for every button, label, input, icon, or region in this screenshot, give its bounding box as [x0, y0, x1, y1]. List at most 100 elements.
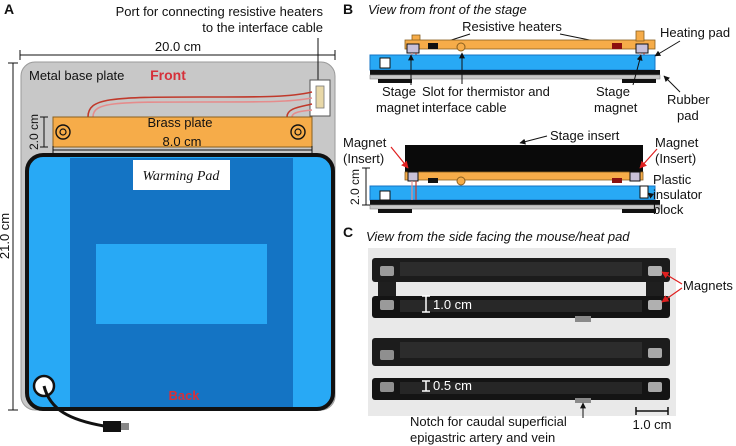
- heating-pad-front: [369, 54, 656, 71]
- thermistor-slot: [456, 42, 466, 52]
- panel-b: B View from front of the stage Resistive…: [343, 1, 730, 217]
- wire-red-4: [291, 109, 313, 118]
- plastic-label-line3: block: [653, 202, 684, 217]
- magnet-insert-left-line1: Magnet: [343, 135, 387, 150]
- foot-insert-right: [622, 209, 656, 213]
- insert-height-label: 2.0 cm: [348, 169, 362, 205]
- magnets-arrow-upper: [661, 271, 683, 285]
- upper-magnet-bl: [380, 300, 394, 310]
- stage-insert: [405, 145, 643, 172]
- brass-plate-front: [404, 39, 656, 50]
- stage-magnet-right-line1: Stage: [596, 84, 630, 99]
- scale-bar-label: 1.0 cm: [632, 417, 671, 432]
- panel-a: A Port for connecting resistive heaters …: [0, 1, 336, 432]
- warming-pad-label: Warming Pad: [143, 169, 221, 184]
- upper-magnet-br: [648, 300, 662, 310]
- magnet-insert-right-line2: (Insert): [655, 151, 696, 166]
- cable: [42, 385, 105, 428]
- foot-insert-left: [378, 209, 412, 213]
- lower-magnet-tl: [380, 350, 394, 360]
- lower-magnet-br: [648, 382, 662, 392]
- slot-label-line1: Slot for thermistor and: [422, 84, 550, 99]
- warming-pad-label-box: [133, 160, 230, 190]
- brass-width-label: 8.0 cm: [162, 134, 201, 149]
- upper-end-right: [646, 282, 664, 296]
- upper-rail-back-inner: [400, 262, 642, 276]
- stage-magnet-right: [635, 43, 649, 54]
- stage-magnet-left-line2: magnet: [376, 100, 420, 115]
- rubber-pad-label-line2: pad: [677, 108, 699, 123]
- panel-a-letter: A: [4, 1, 14, 17]
- magnet-insert-left-arrow: [390, 146, 409, 169]
- dim-lower-label: 0.5 cm: [433, 378, 472, 393]
- screw-right-inner: [294, 128, 302, 136]
- rubber-pad-front: [370, 70, 660, 75]
- lower-magnet-bl: [380, 382, 394, 392]
- upper-notch: [575, 316, 591, 322]
- bracket-top-right: [635, 30, 645, 42]
- lower-magnet-tr: [648, 348, 662, 358]
- panel-b-letter: B: [343, 1, 353, 17]
- stage-magnet-right-line2: magnet: [594, 100, 638, 115]
- photo-insert-lower: [372, 338, 670, 403]
- wire-red-3: [286, 103, 313, 118]
- magnets-label: Magnets: [683, 278, 733, 293]
- wire-red-2: [92, 97, 313, 118]
- magnets-arrow-lower: [661, 287, 683, 303]
- dim-upper-label: 1.0 cm: [433, 297, 472, 312]
- screw-left-outer: [55, 124, 71, 140]
- foot-left: [378, 79, 412, 83]
- magnet-insert-right-arrow: [639, 148, 658, 169]
- heater-insert-right: [612, 178, 622, 183]
- stage-magnet-left-line1: Stage: [382, 84, 416, 99]
- upper-rail-front-inner: [400, 300, 642, 312]
- magnet-insert-left-line2: (Insert): [343, 151, 384, 166]
- pad-stripe-left: [70, 158, 96, 407]
- cable-plug: [103, 421, 121, 432]
- pad-stripe-right: [267, 158, 293, 407]
- magnet-insert-right-line1: Magnet: [655, 135, 699, 150]
- notch-label-line1: Notch for caudal superficial: [410, 414, 567, 429]
- width-dimension-label: 20.0 cm: [155, 39, 201, 54]
- heater-left: [428, 43, 438, 49]
- back-label: Back: [168, 388, 200, 403]
- lower-notch: [575, 398, 591, 403]
- heater-insert-left: [428, 178, 438, 183]
- port-label-line2: to the interface cable: [202, 20, 323, 35]
- insulator-block-left: [379, 190, 391, 201]
- resistive-heaters-label: Resistive heaters: [462, 19, 562, 34]
- pad-h-bottom-block: [96, 324, 267, 407]
- heating-pad-insert: [369, 185, 656, 201]
- slot-label-line2: interface cable: [422, 100, 507, 115]
- panel-c: C View from the side facing the mouse/he…: [343, 224, 733, 445]
- panel-b-title: View from front of the stage: [368, 2, 527, 17]
- upper-magnet-tr: [648, 266, 662, 276]
- metal-base-plate-label: Metal base plate: [29, 68, 124, 83]
- lower-rail-front-inner: [400, 382, 642, 394]
- stage-insert-label: Stage insert: [550, 128, 620, 143]
- heating-pad-arrow: [654, 40, 681, 57]
- rubber-pad-insert: [370, 200, 660, 205]
- stage-magnet-right-arrow: [632, 54, 643, 86]
- brass-height-label: 2.0 cm: [27, 114, 41, 150]
- notch-label-line2: epigastric artery and vein: [410, 430, 555, 445]
- base-plate-front: [369, 74, 661, 80]
- photo-insert-upper: [372, 258, 670, 322]
- upper-end-left: [378, 282, 396, 296]
- panel-c-letter: C: [343, 224, 353, 240]
- panel-c-title: View from the side facing the mouse/heat…: [366, 229, 630, 244]
- stage-magnet-left: [406, 43, 420, 54]
- cable-plug-tip: [121, 423, 129, 430]
- port-label-line1: Port for connecting resistive heaters: [116, 4, 324, 19]
- lower-rail-back-inner: [400, 342, 642, 358]
- insert-magnet-right: [629, 171, 641, 182]
- brass-plate-label: Brass plate: [147, 115, 212, 130]
- stage-insert-arrow: [519, 135, 548, 145]
- base-plate-insert: [369, 204, 661, 210]
- port-pins: [315, 85, 325, 109]
- front-label: Front: [150, 67, 186, 83]
- wire-red-1: [87, 91, 313, 118]
- rubber-pad-arrow: [663, 75, 681, 93]
- heater-right: [612, 43, 622, 49]
